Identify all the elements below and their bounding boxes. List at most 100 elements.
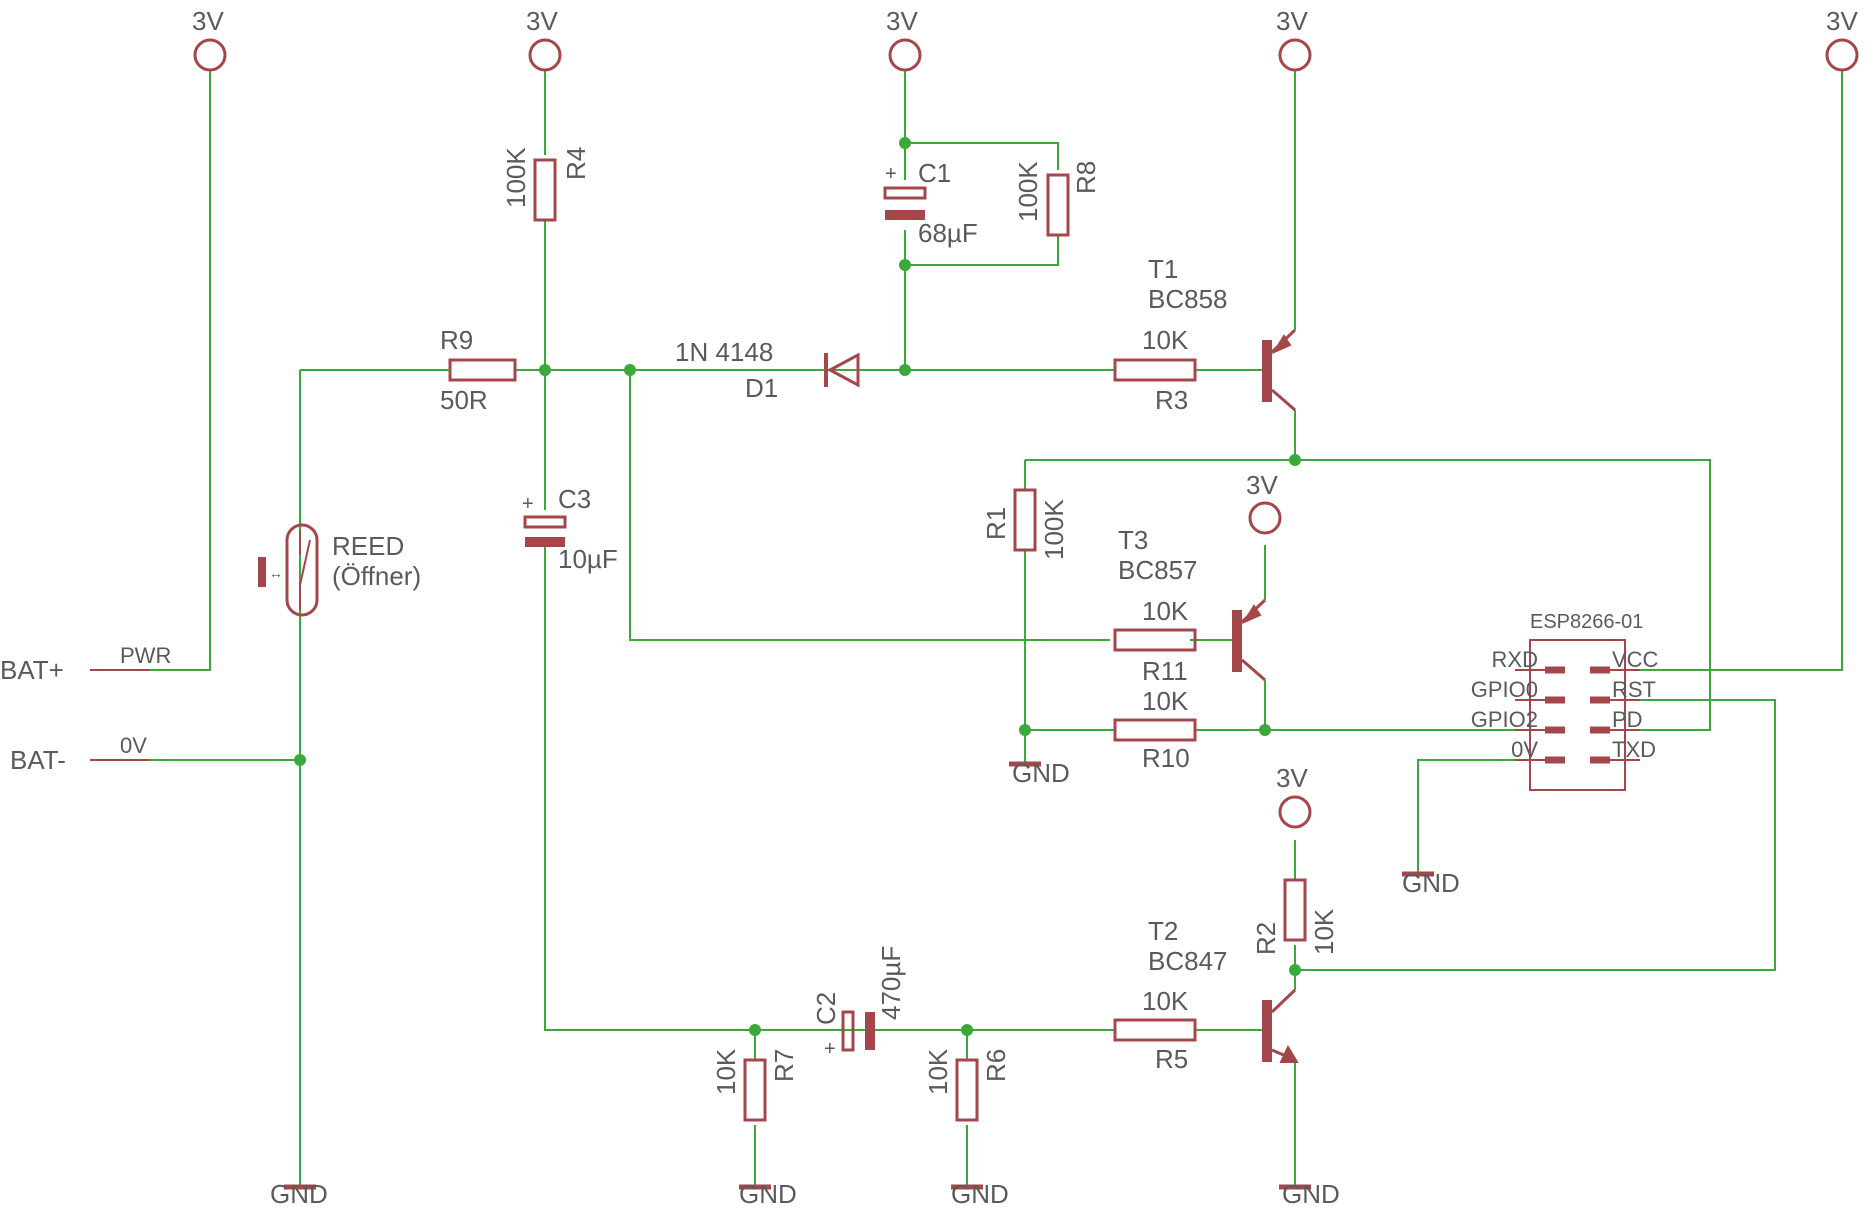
t2-type: BC847: [1148, 946, 1228, 976]
supply-label: 3V: [1826, 6, 1858, 36]
resistor-r7: 10K R7: [711, 1048, 799, 1122]
resistor-r5: 10K R5: [1113, 986, 1197, 1074]
c3-name: C3: [558, 484, 591, 514]
supply-3v-7: 3V: [1276, 763, 1312, 829]
resistor-r10: 10K R10: [1113, 686, 1197, 773]
t1-type: BC858: [1148, 284, 1228, 314]
r6-value: 10K: [923, 1048, 953, 1095]
supply-label: 3V: [192, 6, 224, 36]
c2-name: C2: [811, 992, 841, 1025]
t3-name: T3: [1118, 525, 1148, 555]
resistor-r2: R2 10K: [1251, 878, 1339, 955]
gnd-label: GND: [1012, 758, 1070, 788]
gnd-label: GND: [1282, 1179, 1340, 1209]
c1-name: C1: [918, 158, 951, 188]
c3-value: 10µF: [558, 544, 618, 574]
supply-3v-3: 3V: [886, 6, 922, 72]
esp8266-module: ESP8266-01 RXD GPIO0 GPIO2 0V VCC RST PD…: [1471, 611, 1659, 791]
r5-name: R5: [1155, 1044, 1188, 1074]
gnd-r1: GND: [1009, 758, 1070, 788]
wires: [90, 70, 1843, 1185]
esp-pin-rst: RST: [1612, 677, 1656, 702]
r7-value: 10K: [711, 1048, 741, 1095]
resistor-r4: 100K R4: [501, 147, 591, 222]
junction: [539, 364, 551, 376]
bat-minus-label: BAT-: [10, 745, 66, 775]
gnd-label: GND: [270, 1179, 328, 1209]
supply-3v-6: 3V: [1246, 470, 1282, 535]
resistor-r1: R1 100K: [981, 488, 1069, 560]
r6-name: R6: [981, 1049, 1011, 1082]
esp-pin-0v: 0V: [1511, 737, 1538, 762]
resistor-r3: 10K R3: [1113, 325, 1197, 415]
reed-name: REED: [332, 531, 404, 561]
r7-name: R7: [769, 1049, 799, 1082]
connectors: BAT+ PWR BAT- 0V: [0, 643, 171, 775]
junction: [1289, 964, 1301, 976]
plus-icon: +: [824, 1038, 836, 1060]
esp-pin-gpio2: GPIO2: [1471, 707, 1538, 732]
supply-label: 3V: [1246, 470, 1278, 500]
r9-name: R9: [440, 325, 473, 355]
r3-name: R3: [1155, 385, 1188, 415]
reed-switch: ↔ REED (Öffner): [258, 523, 421, 617]
supply-label: 3V: [1276, 6, 1308, 36]
gnd-reed: GND: [270, 1179, 328, 1209]
esp-pin-pd: PD: [1612, 707, 1643, 732]
junction: [961, 1024, 973, 1036]
c2-value: 470µF: [876, 946, 906, 1020]
t3-type: BC857: [1118, 555, 1198, 585]
bat-plus-label: BAT+: [0, 655, 64, 685]
t2-name: T2: [1148, 916, 1178, 946]
gnd-r6: GND: [951, 1179, 1009, 1209]
esp-pin-gpio0: GPIO0: [1471, 677, 1538, 702]
r1-value: 100K: [1039, 499, 1069, 560]
junction: [749, 1024, 761, 1036]
supply-3v-1: 3V: [192, 6, 227, 72]
resistor-r11: 10K R11: [1113, 596, 1197, 686]
junction: [1259, 724, 1271, 736]
zero-v-label: 0V: [120, 733, 147, 758]
resistor-r9: R9 50R: [300, 325, 517, 415]
r10-value: 10K: [1142, 686, 1189, 716]
gnd-label: GND: [951, 1179, 1009, 1209]
t1-name: T1: [1148, 254, 1178, 284]
r2-value: 10K: [1309, 908, 1339, 955]
supply-label: 3V: [526, 6, 558, 36]
gnd-t2: GND: [1279, 1179, 1340, 1209]
junction: [899, 137, 911, 149]
d1-name: D1: [745, 373, 778, 403]
junction: [624, 364, 636, 376]
reed-note: (Öffner): [332, 561, 421, 591]
gnd-label: GND: [739, 1179, 797, 1209]
r9-value: 50R: [440, 385, 488, 415]
resistor-r6: 10K R6: [923, 1048, 1011, 1122]
supply-3v-2: 3V: [526, 6, 562, 72]
gnd-label: GND: [1402, 868, 1460, 898]
junction: [1289, 454, 1301, 466]
esp-pin-vcc: VCC: [1612, 647, 1659, 672]
capacitor-c3: + C3 10µF: [522, 484, 618, 574]
gnd-esp: GND: [1402, 868, 1460, 898]
pwr-label: PWR: [120, 643, 171, 668]
r4-value: 100K: [501, 147, 531, 208]
supply-3v-4: 3V: [1276, 6, 1312, 72]
transistor-t2: T2 BC847: [1148, 916, 1299, 1063]
transistor-t3: T3 BC857: [1118, 525, 1267, 682]
junction: [1019, 724, 1031, 736]
gnd-r7: GND: [739, 1179, 797, 1209]
r4-name: R4: [561, 147, 591, 180]
c1-value: 68µF: [918, 218, 978, 248]
junction: [294, 754, 306, 766]
r8-name: R8: [1071, 161, 1101, 194]
supply-label: 3V: [886, 6, 918, 36]
esp-pin-txd: TXD: [1612, 737, 1656, 762]
capacitor-c1: + C1 68µF: [883, 158, 978, 248]
capacitor-c2: + C2 470µF: [811, 946, 906, 1060]
transistor-t1: T1 BC858: [1148, 254, 1297, 412]
plus-icon: +: [885, 163, 897, 185]
supply-label: 3V: [1276, 763, 1308, 793]
junction: [899, 364, 911, 376]
r2-name: R2: [1251, 922, 1281, 955]
